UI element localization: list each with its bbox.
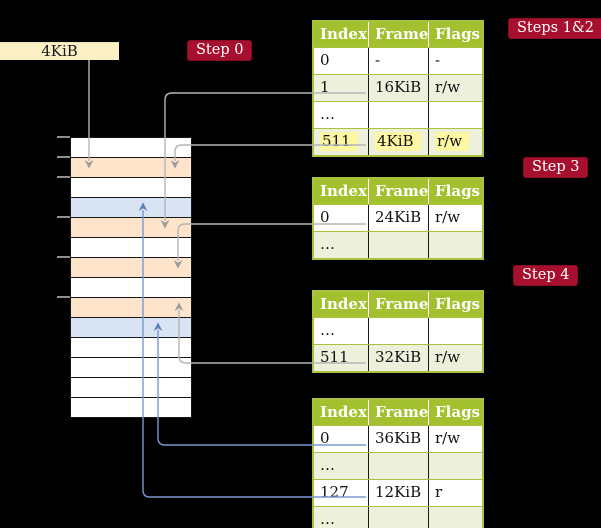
table-cell: 36KiB (369, 426, 429, 452)
table-row: … (314, 506, 482, 528)
memory-frame-row (71, 238, 191, 258)
table-row: … (314, 317, 482, 344)
column-header-frame: Frame (369, 292, 429, 317)
table-cell: - (369, 48, 429, 74)
table-cell: 16KiB (369, 75, 429, 101)
table-cell (369, 102, 429, 128)
memory-column (70, 137, 192, 418)
table-cell: 4KiB (369, 129, 429, 155)
column-header-flags: Flags (435, 182, 480, 200)
memory-frame-row (71, 178, 191, 198)
table-cell: r/w (435, 208, 461, 226)
memory-frame-row (71, 158, 191, 178)
memory-frame-row (71, 318, 191, 338)
table-cell: … (314, 102, 369, 128)
column-header-index: Index (314, 292, 369, 317)
table-row: 511 4KiB r/w (314, 128, 482, 155)
column-header-frame: Frame (369, 400, 429, 425)
label-step-3: Step 3 (523, 157, 589, 178)
table-cell (429, 453, 482, 479)
table-cell (369, 453, 429, 479)
column-header-frame: Frame (369, 179, 429, 204)
table-row: 0-- (314, 47, 482, 74)
table-cell (369, 232, 429, 258)
table-cell: 1 (314, 75, 369, 101)
table-cell: 511 (314, 345, 369, 371)
table-row: … (314, 452, 482, 479)
memory-frame-row (71, 218, 191, 238)
memory-boundary-tick (57, 216, 70, 218)
memory-boundary-tick (57, 156, 70, 158)
memory-boundary-tick (57, 296, 70, 298)
table-cell: 0 (314, 205, 369, 231)
table-cell (369, 507, 429, 528)
memory-frame-row (71, 198, 191, 218)
highlighted-value: r/w (435, 132, 470, 151)
table-cell (429, 232, 482, 258)
table-cell: … (314, 453, 369, 479)
table-cell: … (314, 318, 369, 344)
label-steps-1-2: Steps 1&2 (508, 18, 601, 39)
table-cell (429, 318, 482, 344)
table-cell: r (435, 483, 443, 501)
table-cell: … (314, 507, 369, 528)
table-cell: r/w (435, 348, 461, 366)
memory-frame-row (71, 398, 191, 417)
table-cell: 0 (314, 48, 369, 74)
memory-boundary-tick (57, 136, 70, 138)
table-cell: - (435, 51, 441, 69)
memory-frame-row (71, 378, 191, 398)
table-cell: r/w (429, 129, 482, 155)
table-cell: 24KiB (369, 205, 429, 231)
label-step-0: Step 0 (187, 40, 253, 61)
column-header-flags: Flags (435, 25, 480, 43)
table-cell: 127 (314, 480, 369, 506)
column-header-flags: Flags (435, 403, 480, 421)
table-cell (429, 507, 482, 528)
table-cell: r/w (435, 78, 461, 96)
column-header-index: Index (314, 179, 369, 204)
table-cell (369, 318, 429, 344)
table-row: … (314, 231, 482, 258)
table-cell: 32KiB (369, 345, 429, 371)
memory-frame-row (71, 258, 191, 278)
column-header-index: Index (314, 400, 369, 425)
frame-size-box: 4KiB (0, 42, 119, 60)
table-cell: 511 (314, 129, 369, 155)
column-header-index: Index (314, 22, 369, 47)
memory-boundary-tick (57, 176, 70, 178)
table-cell: 0 (314, 426, 369, 452)
table-cell (429, 102, 482, 128)
memory-frame-row (71, 278, 191, 298)
memory-frame-row (71, 358, 191, 378)
table-row: … (314, 101, 482, 128)
memory-frame-row (71, 338, 191, 358)
label-step-4: Step 4 (513, 265, 579, 286)
column-header-frame: Frame (369, 22, 429, 47)
highlighted-value: 4KiB (375, 132, 421, 151)
table-cell: … (314, 232, 369, 258)
memory-frame-row (71, 298, 191, 318)
memory-frame-row (71, 138, 191, 158)
highlighted-value: 511 (320, 132, 358, 151)
table-cell: r/w (435, 429, 461, 447)
memory-boundary-tick (57, 256, 70, 258)
column-header-flags: Flags (435, 295, 480, 313)
table-cell: 12KiB (369, 480, 429, 506)
